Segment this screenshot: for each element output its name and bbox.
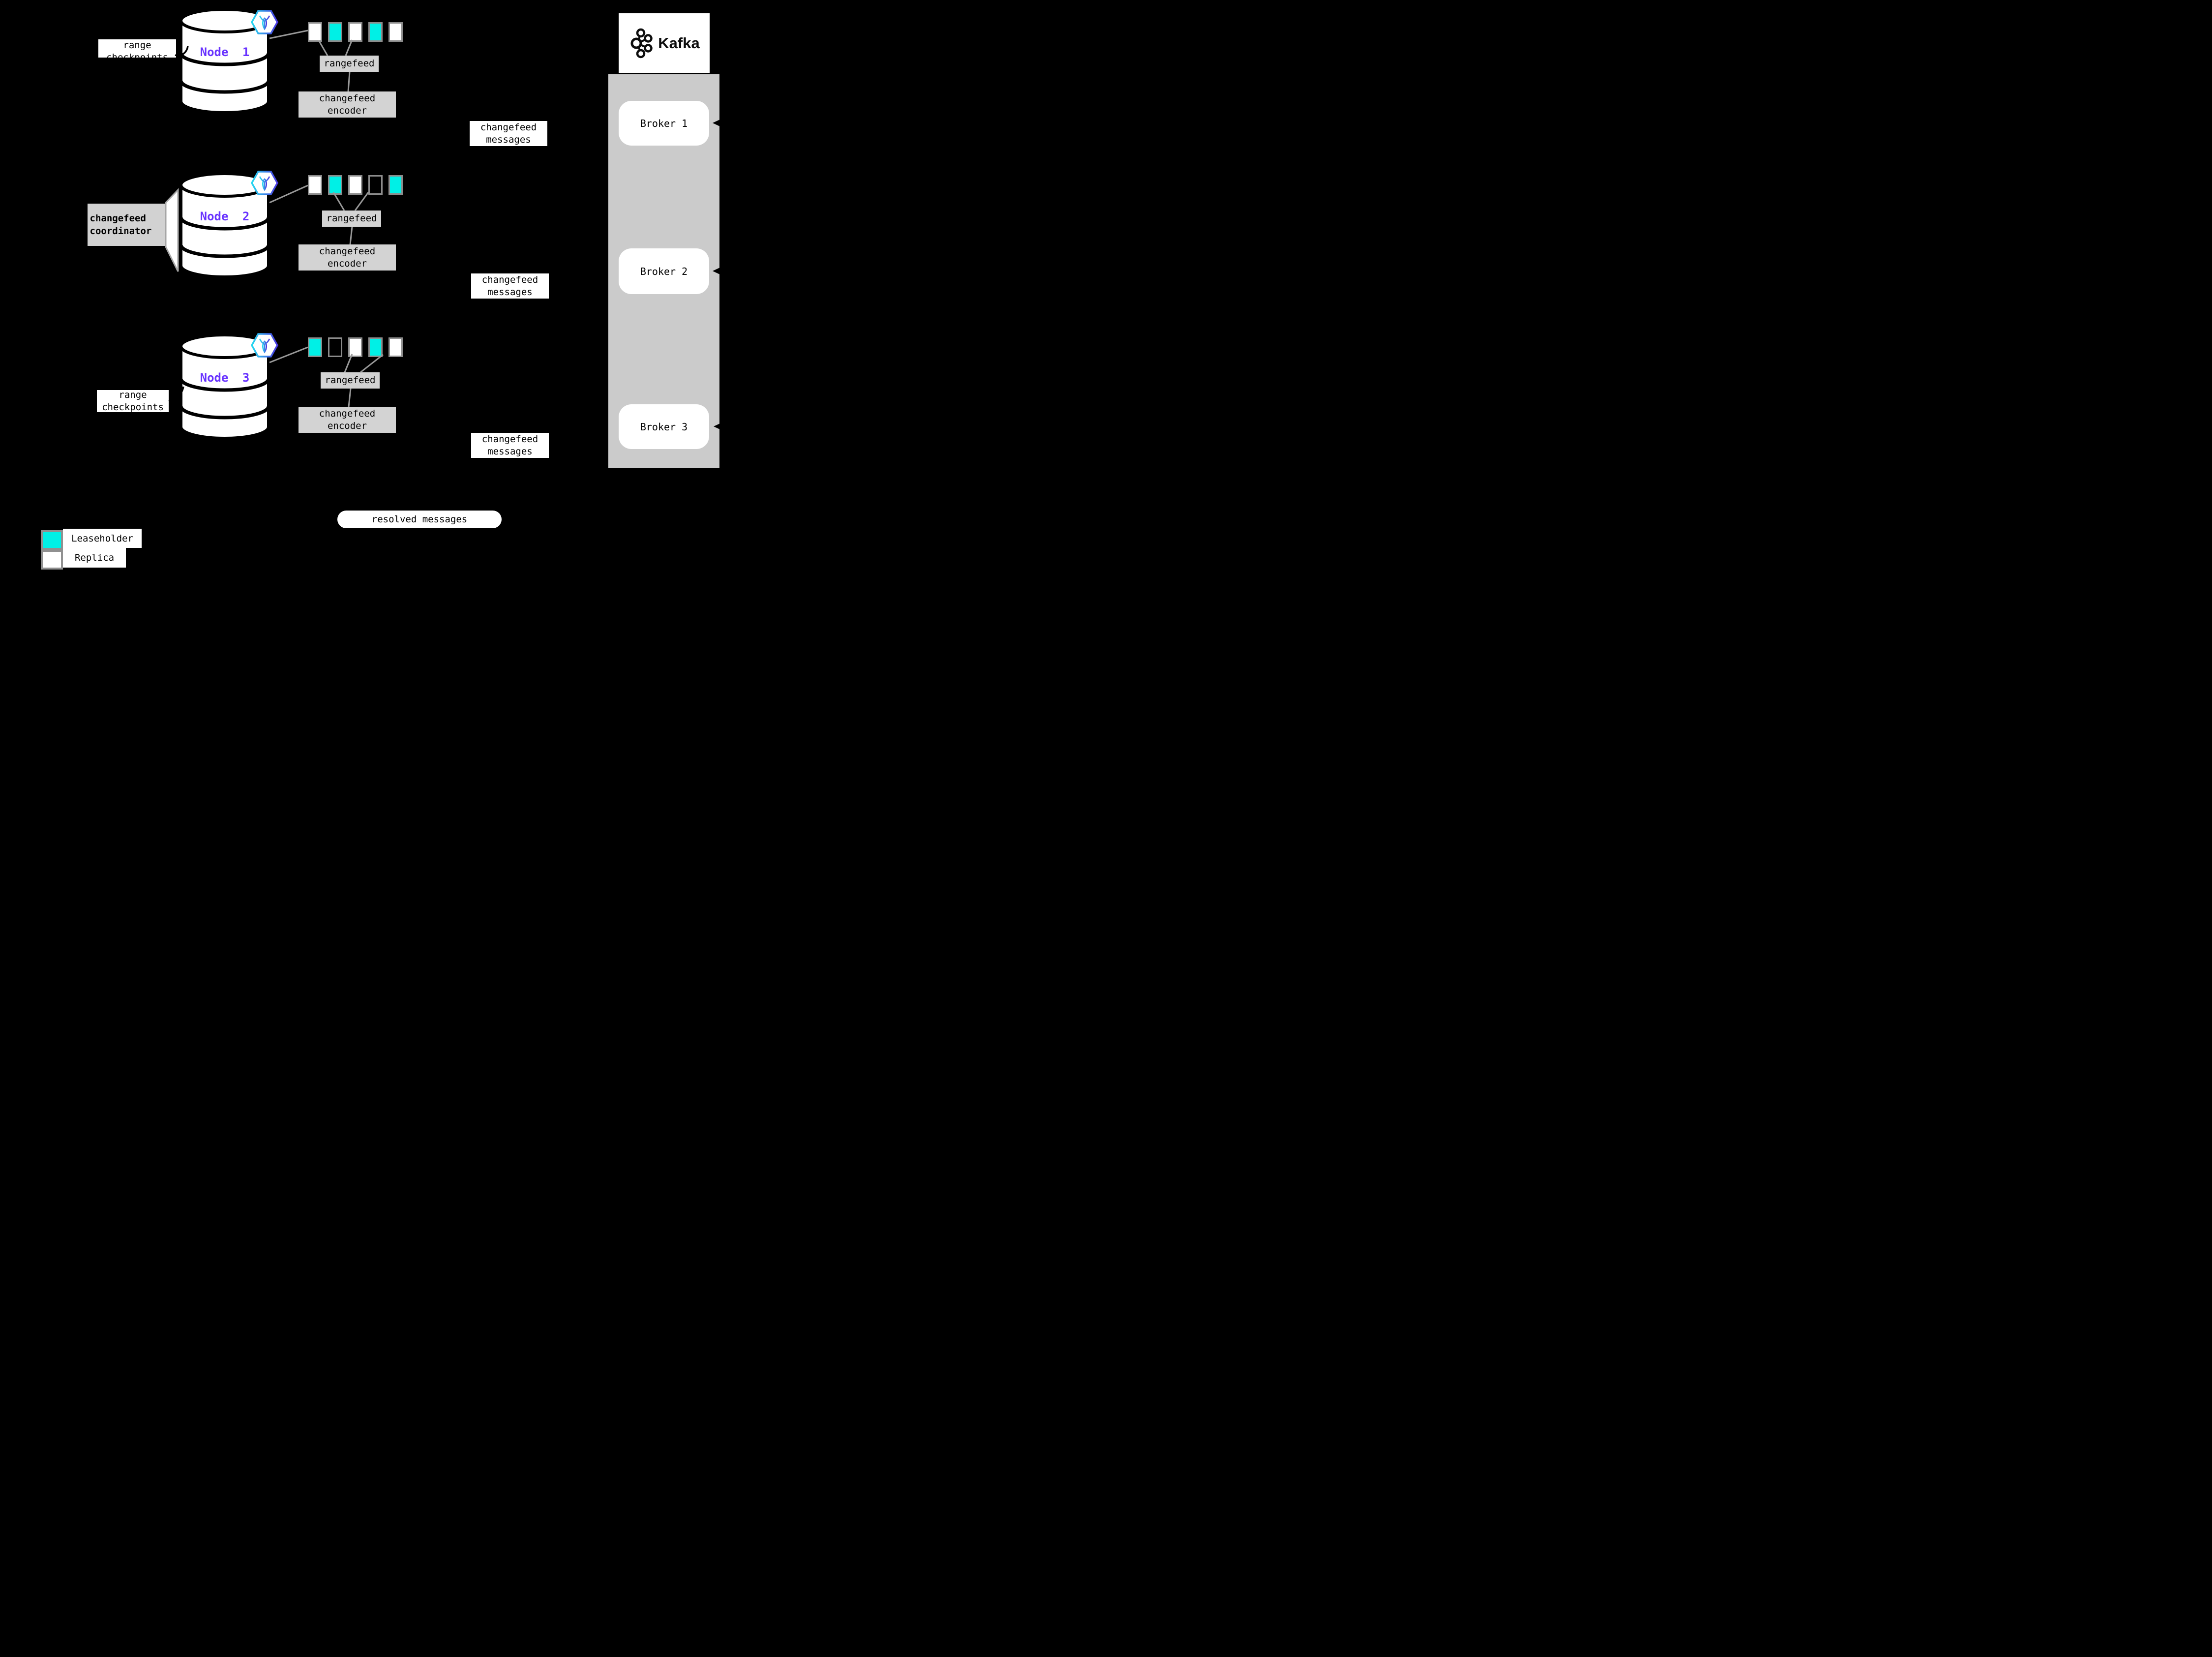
range-square-white [308, 22, 322, 42]
legend-leaseholder-label: Leaseholder [63, 529, 142, 548]
cockroachdb-icon [250, 171, 279, 195]
broker-1: Broker 1 [619, 101, 709, 146]
database-cylinder-icon [179, 333, 270, 440]
cockroachdb-icon [250, 333, 279, 358]
range-square-cyan [389, 175, 403, 195]
broker-2-label: Broker 2 [640, 265, 688, 277]
node-2-encoder-box: changefeed encoder [299, 244, 396, 271]
range-checkpoints-label-node3: range checkpoints [97, 389, 169, 413]
range-square-cyan [328, 175, 342, 195]
range-square-white [348, 22, 362, 42]
changefeed-messages-label-3: changefeed messages [471, 433, 549, 458]
encoder-label: changefeed encoder [319, 408, 376, 431]
node-1-label: Node 1 [200, 45, 250, 59]
range-square-black [328, 337, 342, 357]
node-2-range-squares [308, 175, 403, 195]
legend-leaseholder-swatch [41, 530, 63, 550]
range-square-cyan [328, 22, 342, 42]
connector-node2-sq2-rangefeed [332, 192, 345, 211]
changefeed-coordinator-box: changefeed coordinator [88, 204, 166, 246]
node-1-encoder-box: changefeed encoder [299, 91, 396, 118]
broker-2: Broker 2 [619, 248, 709, 294]
kafka-icon [630, 28, 653, 58]
cockroachdb-icon [250, 10, 279, 34]
kafka-logo-box: Kafka [619, 13, 710, 73]
node-3-label: Node 3 [200, 371, 250, 385]
legend-leaseholder-text: Leaseholder [71, 533, 133, 544]
connector-node3-rangefeed-encoder [348, 388, 352, 407]
node-3-rangefeed-box: rangefeed [321, 372, 380, 389]
node-3-range-squares [308, 337, 403, 357]
node-3-cylinder: Node 3 [179, 333, 270, 440]
range-square-white [389, 337, 403, 357]
checkpoints-text: range checkpoints [102, 389, 164, 413]
node-1-range-squares [308, 22, 403, 42]
node-3-encoder-box: changefeed encoder [299, 407, 396, 433]
broker-3: Broker 3 [619, 404, 709, 449]
connector-node1-rangefeed-encoder [347, 71, 351, 92]
rangefeed-label: rangefeed [325, 375, 376, 386]
connector-node2-rangefeed-encoder [349, 226, 353, 245]
checkpoints-text: range checkpoints [106, 40, 168, 58]
database-cylinder-icon [179, 172, 270, 278]
range-square-white [348, 175, 362, 195]
resolved-messages-pill: resolved messages [337, 511, 502, 528]
coordinator-callout-wedge [165, 188, 179, 272]
connector-node1-sq3-rangefeed [345, 39, 353, 56]
kafka-title: Kafka [658, 34, 700, 52]
rangefeed-label: rangefeed [326, 213, 377, 224]
range-square-cyan [368, 337, 383, 357]
changefeed-messages-label-1: changefeed messages [470, 121, 547, 146]
legend-replica-label: Replica [63, 548, 126, 568]
broker-1-label: Broker 1 [640, 117, 688, 129]
encoder-label: changefeed encoder [319, 92, 376, 116]
resolved-messages-text: resolved messages [371, 514, 468, 525]
legend-replica-text: Replica [74, 552, 115, 563]
range-square-white [389, 22, 403, 42]
changefeed-messages-text: changefeed messages [481, 433, 538, 457]
range-square-black [368, 175, 383, 195]
node-2-label: Node 2 [200, 210, 250, 223]
changefeed-messages-text: changefeed messages [480, 121, 537, 145]
range-square-white [348, 337, 362, 357]
connector-node3-sq5-rangefeed [360, 354, 384, 373]
broker-3-label: Broker 3 [640, 421, 688, 433]
node-1-rangefeed-box: rangefeed [320, 56, 379, 72]
encoder-label: changefeed encoder [319, 245, 376, 269]
connector-node2-sq4-rangefeed [354, 192, 369, 211]
coordinator-text: changefeed coordinator [90, 213, 152, 237]
range-square-cyan [308, 337, 322, 357]
node-2-cylinder: Node 2 [179, 172, 270, 278]
changefeed-messages-label-2: changefeed messages [471, 273, 549, 299]
node-2-rangefeed-box: rangefeed [322, 211, 381, 227]
changefeed-messages-text: changefeed messages [481, 274, 538, 298]
range-square-white [308, 175, 322, 195]
rangefeed-label: rangefeed [324, 58, 375, 69]
legend-replica-swatch [41, 550, 63, 570]
database-cylinder-icon [179, 8, 270, 114]
range-checkpoints-label-node1: range checkpoints [98, 39, 176, 58]
connector-node1-sq1-rangefeed [318, 40, 329, 56]
node-1-cylinder: Node 1 [179, 8, 270, 114]
changefeed-architecture-diagram: Kafka Broker 1 Broker 2 Broker 3 Node 1 … [0, 0, 771, 577]
range-square-cyan [368, 22, 383, 42]
